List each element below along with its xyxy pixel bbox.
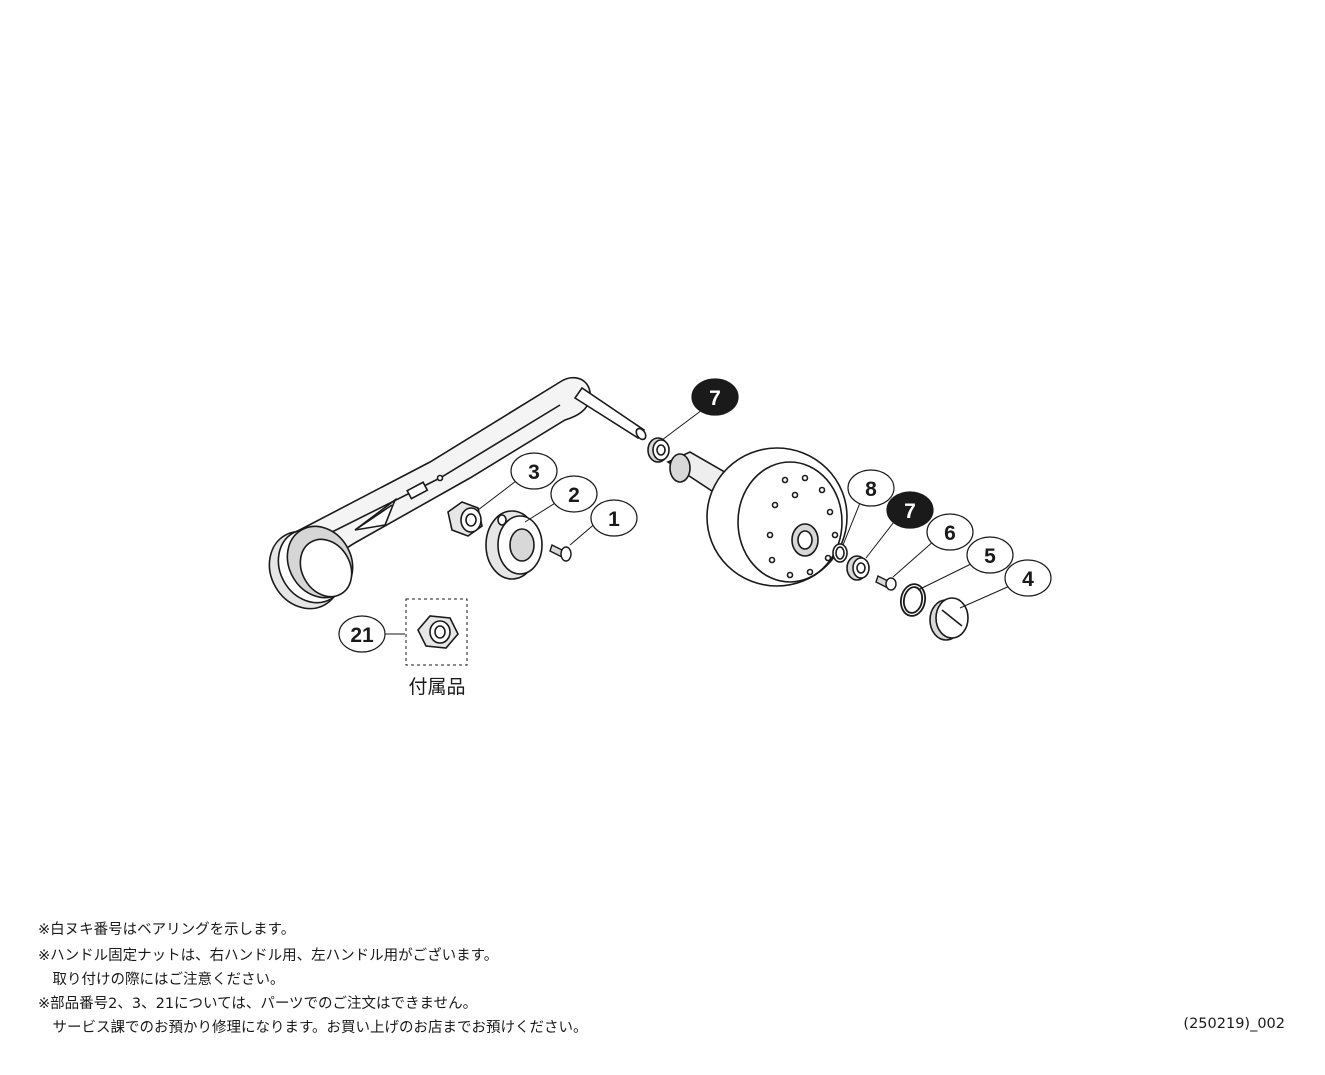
callout-3: 3 — [510, 452, 558, 490]
handle-arm — [288, 376, 591, 570]
bearing-7b-part — [846, 555, 870, 581]
note-nut: ※ハンドル固定ナットは、右ハンドル用、左ハンドル用がございます。 取り付けの際に… — [38, 944, 498, 992]
callout-5: 5 — [966, 536, 1014, 574]
accessory-label: 付属品 — [408, 676, 465, 698]
callout-4-label: 4 — [1022, 568, 1034, 591]
bearing-7a-part — [647, 437, 670, 463]
knob-body-part — [666, 447, 848, 587]
callout-4: 4 — [1004, 559, 1052, 597]
handle-knob-left — [268, 525, 354, 610]
document-code: (250219)_002 — [1183, 1016, 1285, 1032]
handle-shaft — [573, 386, 647, 441]
note-line: ※白ヌキ番号はベアリングを示します。 — [38, 922, 296, 938]
accessory-box — [405, 598, 468, 666]
callout-7b-label: 7 — [904, 500, 916, 523]
callout-21: 21 — [338, 615, 386, 653]
callout-7a-label: 7 — [709, 387, 721, 410]
oring-5-part — [899, 583, 927, 617]
screw-1-part — [549, 544, 572, 562]
callout-6-label: 6 — [944, 522, 956, 545]
cap-4-part — [929, 597, 969, 641]
callout-2-label: 2 — [568, 484, 580, 507]
note-line: ※ハンドル固定ナットは、右ハンドル用、左ハンドル用がございます。 — [38, 948, 499, 964]
callout-1: 1 — [590, 499, 638, 537]
callout-3-label: 3 — [528, 461, 540, 484]
retainer-2-part — [485, 510, 543, 580]
note-line: ※部品番号2、3、21については、パーツでのご注文はできません。 — [38, 996, 478, 1012]
callout-7b: 7 — [886, 491, 934, 529]
screw-6-part — [875, 575, 897, 591]
callout-21-label: 21 — [350, 624, 374, 647]
callout-2: 2 — [550, 475, 598, 513]
note-line: 取り付けの際にはご注意ください。 — [38, 972, 285, 988]
callout-6: 6 — [926, 513, 974, 551]
callout-1-label: 1 — [608, 508, 620, 531]
note-line: サービス課でのお預かり修理になります。お買い上げのお店までお預けください。 — [38, 1020, 588, 1036]
nut-3-part — [447, 501, 483, 537]
callout-7a: 7 — [691, 378, 739, 416]
callout-5-label: 5 — [984, 545, 996, 568]
washer-8-part — [832, 543, 848, 563]
callout-8: 8 — [847, 469, 895, 507]
callout-8-label: 8 — [865, 478, 877, 501]
note-order: ※部品番号2、3、21については、パーツでのご注文はできません。 サービス課での… — [38, 992, 588, 1040]
note-bearing: ※白ヌキ番号はベアリングを示します。 — [38, 918, 295, 942]
